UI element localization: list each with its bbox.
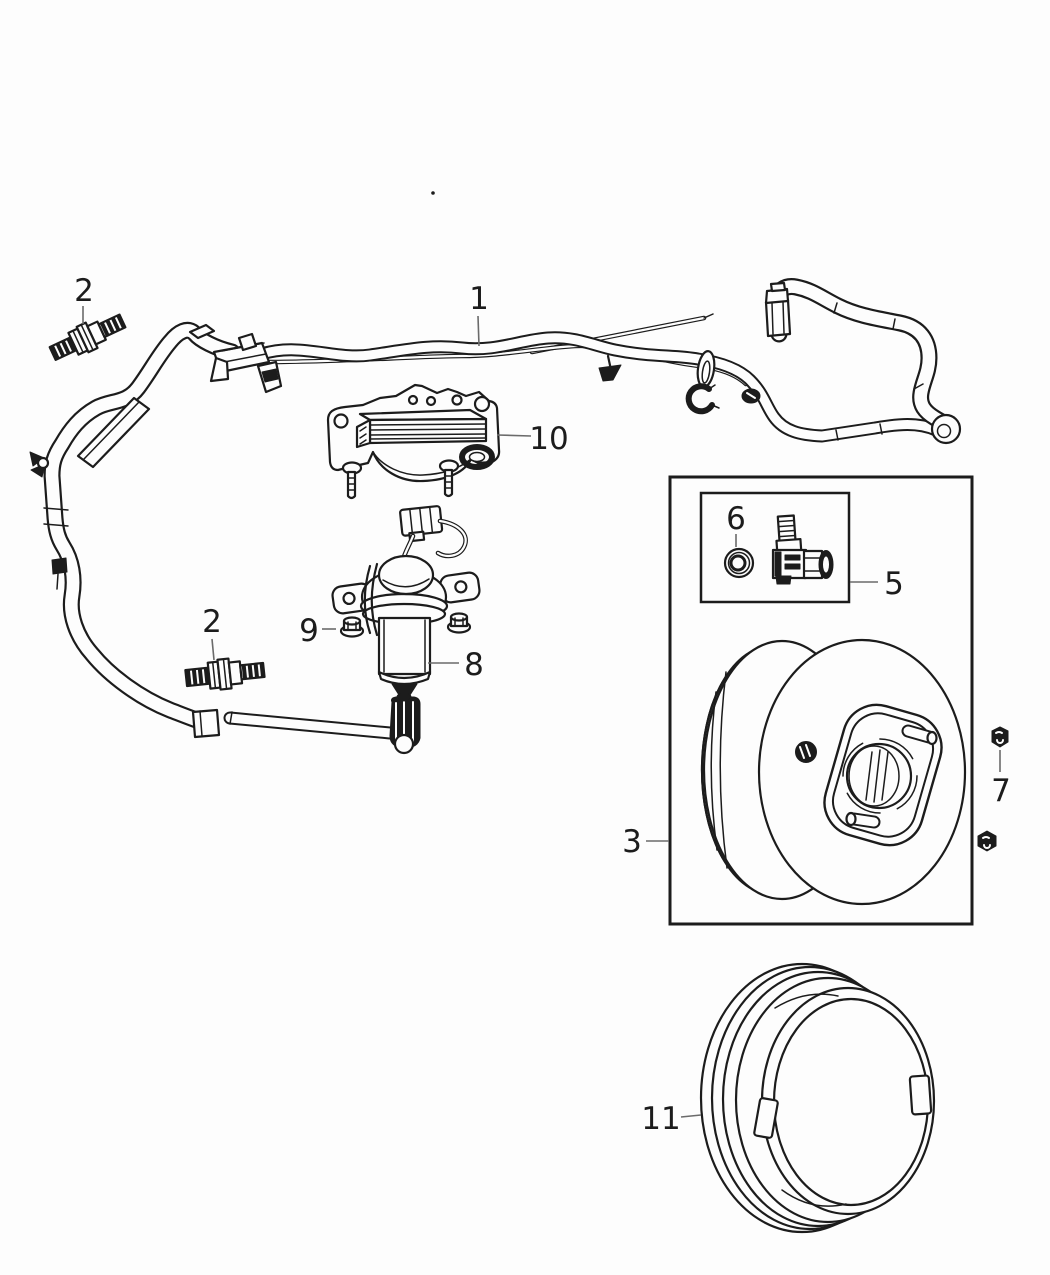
leader-11 <box>680 1114 702 1118</box>
booster-screw <box>795 741 817 763</box>
callout-9: 9 <box>299 613 319 649</box>
auxiliary-vacuum-pump <box>331 505 481 702</box>
booster-mounting-nut-bottom <box>977 830 997 852</box>
callout-10: 10 <box>529 421 568 457</box>
booster-mount-plate <box>823 703 943 847</box>
push-pin-clip <box>598 354 622 382</box>
c-clip <box>685 383 720 415</box>
callout-6: 6 <box>726 501 746 537</box>
grommet-seal <box>723 547 755 579</box>
callout-5: 5 <box>884 566 904 602</box>
bracket-stud <box>346 470 357 500</box>
hump-tab <box>188 323 216 340</box>
ring-tab <box>753 1097 779 1139</box>
hose-end-fitting <box>191 708 221 739</box>
booster-kit-box <box>668 475 974 926</box>
power-brake-booster <box>700 638 967 906</box>
pump-mounting-nut-right <box>446 612 472 634</box>
callout-7: 7 <box>991 773 1011 809</box>
harness-junction <box>209 332 283 394</box>
callout-8: 8 <box>464 647 484 683</box>
leader-1 <box>477 315 480 347</box>
pump-arm-right <box>439 571 481 604</box>
booster-spacer-ring <box>699 962 936 1234</box>
elbow-clip <box>741 388 761 404</box>
pump-mounting-nut-left <box>339 616 365 638</box>
heat-shield-strip <box>76 396 151 469</box>
pump-supply-tube <box>223 696 421 755</box>
hose-loop-end <box>930 413 962 445</box>
check-valve-kit-box <box>699 491 851 604</box>
bracket-stud <box>443 468 454 498</box>
booster-stud <box>901 724 938 746</box>
hose-end-connector <box>764 281 792 338</box>
callout-1: 1 <box>469 281 489 317</box>
booster-mounting-nut-top <box>991 726 1009 748</box>
hose-clip-small <box>51 557 68 590</box>
ring-tab <box>908 1074 933 1116</box>
registration-dot <box>431 191 435 195</box>
callouts: 1 2 2 3 5 6 7 8 9 10 11 <box>74 273 1011 1137</box>
switch-fitting-lower <box>184 657 266 691</box>
booster-stud <box>845 811 881 829</box>
pump-connector <box>399 505 444 543</box>
callout-3: 3 <box>622 824 642 860</box>
pump-mounting-bracket <box>326 383 501 500</box>
callout-2b: 2 <box>202 604 222 640</box>
leader-2b <box>211 638 215 661</box>
leader-10 <box>496 434 532 437</box>
wing-clip <box>29 451 50 478</box>
switch-fitting-upper <box>48 313 127 361</box>
callout-11: 11 <box>641 1101 680 1137</box>
vacuum-hose-harness <box>29 278 962 755</box>
callout-2a: 2 <box>74 273 94 309</box>
check-valve <box>771 514 834 585</box>
